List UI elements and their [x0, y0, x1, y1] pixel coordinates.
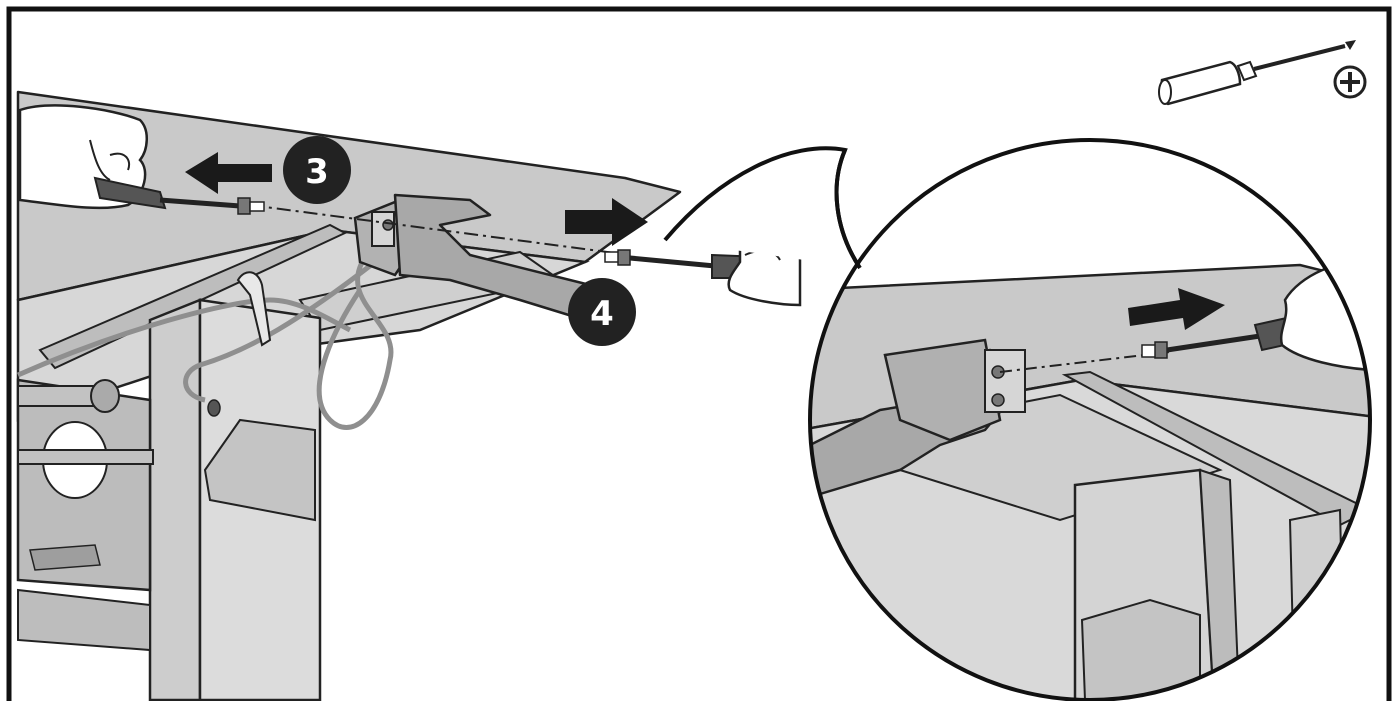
zoom-bracket	[883, 338, 1002, 442]
zoom-bracket-plate	[984, 349, 1026, 413]
phillips-screwdriver-icon	[1158, 40, 1356, 106]
control-cable-loop	[316, 248, 394, 430]
step-4-badge: 4	[568, 278, 636, 346]
zoom-arrow-right	[1128, 288, 1225, 330]
lower-crossbar	[17, 588, 151, 652]
leg-bolt-hole	[207, 399, 221, 417]
arrow-left	[185, 152, 272, 194]
zoom-content	[810, 260, 1370, 700]
detail-callout	[663, 138, 1372, 701]
bracket-screw	[382, 219, 394, 231]
screwdriver-left	[93, 176, 265, 215]
motor-slot	[29, 544, 101, 571]
zoom-circle-border	[808, 138, 1372, 701]
desk-leg-foot	[203, 418, 316, 522]
control-cable	[16, 297, 352, 378]
zoom-bracket-screw-lower	[991, 393, 1005, 407]
illustration-frame-overlay	[6, 6, 1392, 701]
zoom-desk-leg-side	[1198, 468, 1242, 700]
alignment-line	[249, 204, 631, 256]
zoom-leg-foot	[1080, 598, 1201, 700]
step-4-number: 4	[590, 294, 614, 334]
arrow-right	[565, 198, 648, 246]
desk-leg-left	[148, 298, 202, 701]
control-cable-end	[183, 260, 377, 403]
zoom-frame-rail	[1061, 370, 1370, 527]
step-3-badge: 3	[283, 136, 351, 204]
cable-tie	[236, 271, 272, 347]
spindle-rod-lower	[17, 449, 154, 465]
main-scene: 3 4	[16, 90, 802, 701]
step-3-number: 3	[305, 152, 329, 192]
phillips-plus-icon	[1333, 65, 1367, 99]
spindle-cap	[90, 379, 120, 413]
callout-tail	[663, 146, 862, 270]
